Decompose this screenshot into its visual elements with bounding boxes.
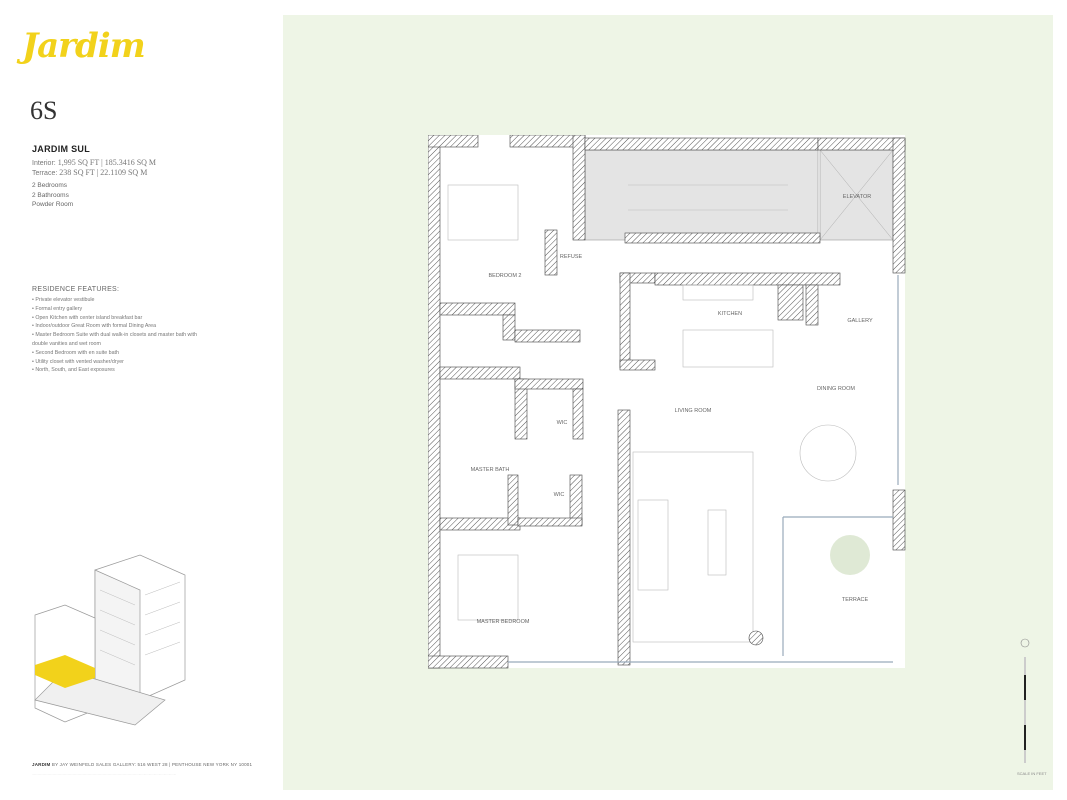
unit-number: 6S bbox=[30, 96, 58, 125]
feature-item: North, South, and East exposures bbox=[32, 366, 212, 375]
terrace-planter bbox=[830, 535, 870, 575]
bathrooms-count: 2 Bathrooms bbox=[32, 191, 69, 199]
unit-name: JARDIM SUL bbox=[32, 144, 91, 154]
room-label-terrace: TERRACE bbox=[842, 597, 869, 603]
building-key-illustration bbox=[34, 554, 186, 726]
scale-bar: SCALE IN FEET bbox=[1017, 638, 1047, 776]
room-counts: 2 Bedrooms 2 Bathrooms Powder Room bbox=[32, 181, 73, 210]
features-list: Private elevator vestibule Formal entry … bbox=[32, 296, 212, 375]
terrace-label: Terrace: bbox=[32, 170, 58, 177]
room-label-master-bath: MASTER BATH bbox=[471, 467, 510, 473]
room-label-dining-room: DINING ROOM bbox=[817, 386, 855, 392]
interior-area: Interior: 1,995 SQ FT | 185.3416 SQ M bbox=[32, 158, 156, 167]
feature-item: Indoor/outdoor Great Room with formal Di… bbox=[32, 322, 212, 331]
room-label-elevator: ELEVATOR bbox=[843, 194, 871, 200]
feature-item: Formal entry gallery bbox=[32, 305, 212, 314]
terrace-value: 238 SQ FT | 22.1109 SQ M bbox=[59, 168, 148, 177]
room-label-kitchen: KITCHEN bbox=[718, 311, 742, 317]
terrace-area: Terrace: 238 SQ FT | 22.1109 SQ M bbox=[32, 168, 147, 177]
powder-room: Powder Room bbox=[32, 201, 74, 208]
unit-highlight bbox=[35, 655, 95, 688]
scale-label: SCALE IN FEET bbox=[1017, 771, 1047, 776]
walls bbox=[428, 135, 906, 669]
feature-item: Master Bedroom Suite with dual walk-in c… bbox=[32, 331, 212, 349]
room-label-wic: WIC bbox=[557, 420, 568, 426]
room-label-gallery: GALLERY bbox=[847, 318, 873, 324]
feature-item: Second Bedroom with en suite bath bbox=[32, 349, 212, 358]
room-label-bedroom-2: BEDROOM 2 bbox=[488, 273, 521, 279]
feature-item: Utility closet with vented washer/dryer bbox=[32, 358, 212, 367]
footer-brand: JARDIM bbox=[32, 762, 51, 767]
furniture bbox=[447, 184, 857, 643]
interior-value: 1,995 SQ FT | 185.3416 SQ M bbox=[57, 158, 157, 167]
stair-core bbox=[584, 149, 819, 241]
bedrooms-count: 2 Bedrooms bbox=[32, 182, 68, 189]
fine-print: ........................................… bbox=[32, 772, 177, 776]
feature-item: Private elevator vestibule bbox=[32, 296, 212, 305]
interior-label: Interior: bbox=[32, 160, 56, 167]
jardim-logo: Jardim bbox=[22, 26, 146, 66]
features-heading: RESIDENCE FEATURES: bbox=[32, 286, 120, 293]
floor-plan: BEDROOM 2 REFUSE ELEVATOR KITCHEN GALLER… bbox=[428, 135, 906, 669]
room-label-master-bedroom: MASTER BEDROOM bbox=[477, 619, 530, 625]
room-label-living-room: LIVING ROOM bbox=[675, 408, 712, 414]
feature-item: Open Kitchen with center island breakfas… bbox=[32, 314, 212, 323]
footer: JARDIM BY JAY WEINFELD SALES GALLERY: 51… bbox=[32, 762, 252, 767]
footer-text: BY JAY WEINFELD SALES GALLERY: 516 WEST … bbox=[51, 762, 253, 767]
room-label-wic-2: WIC bbox=[554, 492, 565, 498]
north-arrow-icon bbox=[1020, 638, 1030, 648]
room-label-refuse: REFUSE bbox=[560, 254, 583, 260]
